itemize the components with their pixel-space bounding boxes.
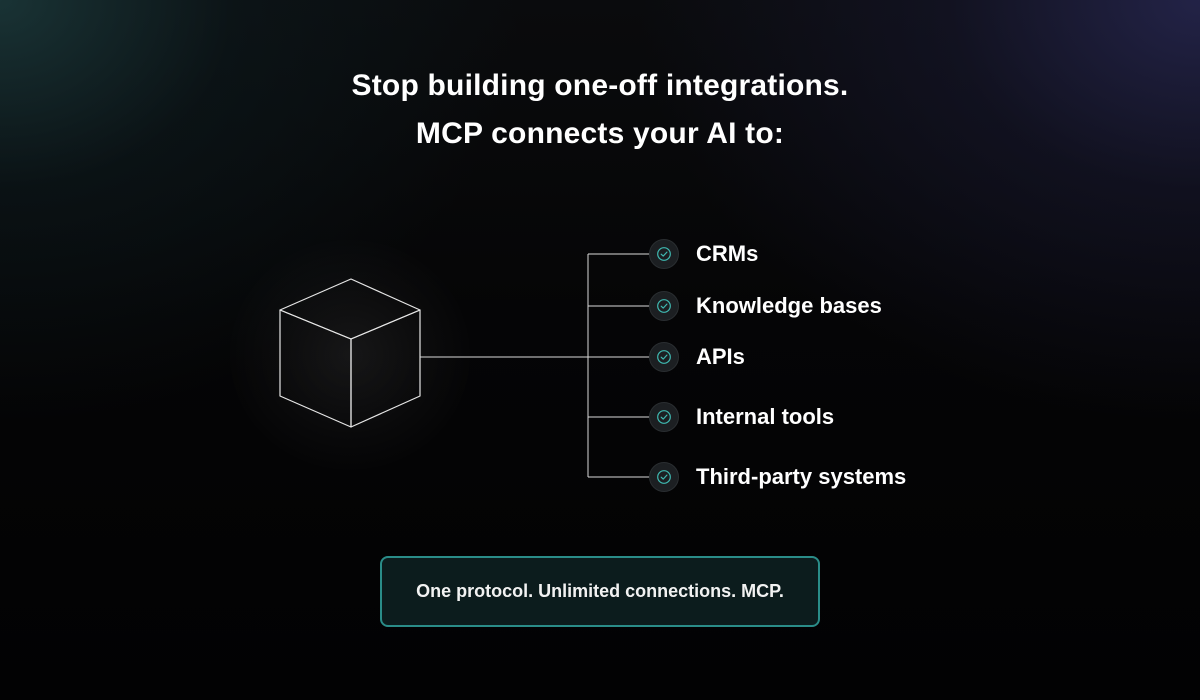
footer-callout: One protocol. Unlimited connections. MCP…	[380, 556, 820, 627]
headline-line-1: Stop building one-off integrations.	[351, 69, 849, 102]
cube-glow	[230, 240, 470, 470]
list-item-label: CRMs	[696, 241, 759, 266]
footer-text: One protocol. Unlimited connections. MCP…	[416, 581, 784, 601]
check-circle-icon	[649, 291, 679, 321]
list-item-crms: CRMs	[649, 239, 758, 269]
check-circle-icon	[649, 342, 679, 372]
check-circle-icon	[649, 402, 679, 432]
list-item-knowledge-bases: Knowledge bases	[649, 291, 882, 321]
check-circle-icon	[649, 239, 679, 269]
list-item-label: Internal tools	[696, 404, 835, 429]
list-item-apis: APIs	[649, 342, 745, 372]
headline: Stop building one-off integrations. MCP …	[0, 62, 1200, 158]
list-item-label: Third-party systems	[696, 464, 907, 489]
headline-line-2: MCP connects your AI to:	[415, 117, 785, 150]
list-item-third-party-systems: Third-party systems	[649, 462, 906, 492]
list-item-label: Knowledge bases	[696, 293, 882, 318]
list-item-label: APIs	[696, 344, 745, 369]
list-item-internal-tools: Internal tools	[649, 402, 834, 432]
cube-icon	[279, 278, 421, 428]
check-circle-icon	[649, 462, 679, 492]
connector-lines	[420, 253, 649, 478]
